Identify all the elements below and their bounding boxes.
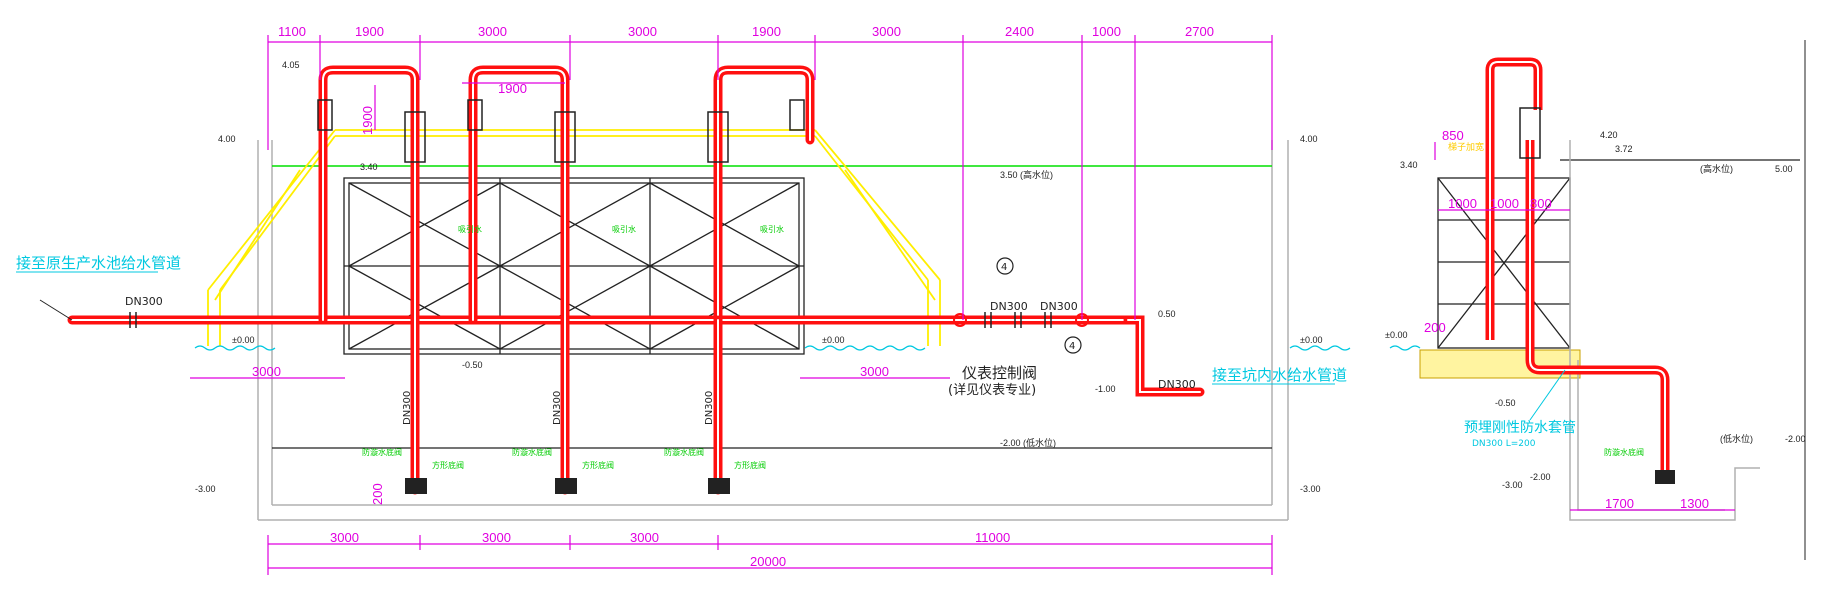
foot-valves bbox=[405, 478, 730, 494]
side-dim: 1000 bbox=[1448, 196, 1477, 211]
callout-number: 4 bbox=[1069, 341, 1075, 352]
inlet-tag: 吸引水 bbox=[458, 224, 482, 234]
dn300-vertical: DN300 bbox=[704, 391, 715, 425]
dim-right-3000: 3000 bbox=[860, 364, 889, 379]
dim-top: 1000 bbox=[1092, 24, 1121, 39]
level: (高水位) bbox=[1700, 163, 1733, 174]
dim-total: 20000 bbox=[750, 554, 786, 569]
side-dim: 1300 bbox=[1680, 496, 1709, 511]
level: -3.00 bbox=[195, 484, 216, 494]
level: -3.00 bbox=[1502, 480, 1523, 490]
dim-bottom: 3000 bbox=[330, 530, 359, 545]
side-pipe bbox=[1485, 57, 1670, 478]
level: 4.00 bbox=[1300, 134, 1318, 144]
dim-top: 3000 bbox=[478, 24, 507, 39]
dim-vertical: 1900 bbox=[360, 106, 375, 135]
level-marks: 4.05 4.00 4.00 3.40 3.50 (高水位) ±0.00 ±0.… bbox=[195, 60, 1806, 494]
side-valve-body bbox=[1519, 107, 1541, 159]
dim-left-3000: 3000 bbox=[252, 364, 281, 379]
square-valve-label: 方形底阀 bbox=[432, 460, 464, 470]
level: -2.00 bbox=[1530, 472, 1551, 482]
ground-hatch bbox=[194, 345, 1421, 351]
right-pipe-label: 接至坑内水给水管道 bbox=[1212, 366, 1347, 384]
level: 3.50 (高水位) bbox=[1000, 169, 1053, 180]
level: (低水位) bbox=[1720, 433, 1753, 444]
square-valve-label: 方形底阀 bbox=[582, 460, 614, 470]
level: 3.40 bbox=[1400, 160, 1418, 170]
side-dim: 1700 bbox=[1605, 496, 1634, 511]
dim-top: 1100 bbox=[278, 24, 306, 39]
callout-circle bbox=[996, 257, 1014, 275]
level: 4.05 bbox=[282, 60, 300, 70]
side-dim: 200 bbox=[1424, 320, 1446, 335]
dim-top: 1900 bbox=[752, 24, 781, 39]
level: -2.00 bbox=[1785, 434, 1806, 444]
side-dim: 1000 bbox=[1490, 196, 1519, 211]
valve-control-note: (详见仪表专业) bbox=[948, 383, 1036, 398]
level: 0.50 bbox=[1158, 309, 1176, 319]
dim-bottom: 3000 bbox=[482, 530, 511, 545]
dn300-vertical: DN300 bbox=[552, 391, 563, 425]
annotation-labels: 接至原生产水池给水管道 接至坑内水给水管道 DN300 DN300 DN300 … bbox=[16, 224, 1644, 470]
side-sleeve-sub: DN300 L=200 bbox=[1472, 439, 1536, 449]
tee-fitting bbox=[953, 313, 967, 327]
dn300-label: DN300 bbox=[125, 295, 163, 308]
side-dim: 800 bbox=[1530, 196, 1552, 211]
side-sleeve-label: 预埋刚性防水套管 bbox=[1464, 420, 1576, 436]
steel-frame bbox=[343, 177, 805, 355]
callout-circle bbox=[1064, 336, 1082, 354]
dn300-vertical: DN300 bbox=[402, 391, 413, 425]
level: 4.20 bbox=[1600, 130, 1618, 140]
foot-valve-label: 防漩水底阀 bbox=[512, 447, 552, 457]
level: ±0.00 bbox=[1385, 330, 1407, 340]
dimension-lines bbox=[190, 35, 1735, 575]
level: 4.00 bbox=[218, 134, 236, 144]
square-valve-label: 方形底阀 bbox=[734, 460, 766, 470]
level: -1.00 bbox=[1095, 384, 1116, 394]
level: -2.00 (低水位) bbox=[1000, 437, 1056, 448]
dim-inner: 1900 bbox=[498, 81, 527, 96]
side-foot-valve-label: 防漩水底阀 bbox=[1604, 447, 1644, 457]
dim-top: 2400 bbox=[1005, 24, 1034, 39]
valve-control-label: 仪表控制阀 bbox=[962, 364, 1037, 382]
pipe-flanges bbox=[129, 99, 1052, 328]
level: 3.72 bbox=[1615, 144, 1633, 154]
level: ±0.00 bbox=[822, 335, 844, 345]
dn300-label: DN300 bbox=[990, 300, 1028, 313]
dim-bottom: 3000 bbox=[630, 530, 659, 545]
level: ±0.00 bbox=[1300, 335, 1322, 345]
level: ±0.00 bbox=[232, 335, 254, 345]
dim-top: 1900 bbox=[355, 24, 384, 39]
dn300-label: DN300 bbox=[1040, 300, 1078, 313]
inlet-tag: 吸引水 bbox=[760, 224, 784, 234]
dim-top: 3000 bbox=[872, 24, 901, 39]
level: 5.00 bbox=[1775, 164, 1793, 174]
dim-top: 2700 bbox=[1185, 24, 1214, 39]
level: -0.50 bbox=[462, 360, 483, 370]
callout-number: 4 bbox=[1001, 262, 1007, 273]
foot-valve-label: 防漩水底阀 bbox=[664, 447, 704, 457]
level: 3.40 bbox=[360, 162, 378, 172]
level: 梯子加宽 bbox=[1448, 141, 1484, 152]
dim-bottom: 11000 bbox=[975, 530, 1010, 545]
side-foot-valve bbox=[1655, 470, 1675, 484]
main-pipes bbox=[67, 65, 1205, 495]
dim-top: 3000 bbox=[628, 24, 657, 39]
inlet-tag: 吸引水 bbox=[612, 224, 636, 234]
level: -0.50 bbox=[1495, 398, 1516, 408]
dn300-label: DN300 bbox=[1158, 378, 1196, 391]
side-dim: 850 bbox=[1442, 128, 1464, 143]
level: -3.00 bbox=[1300, 484, 1321, 494]
left-pipe-label: 接至原生产水池给水管道 bbox=[16, 254, 181, 272]
dim-200: 200 bbox=[370, 483, 385, 505]
foot-valve-label: 防漩水底阀 bbox=[362, 447, 402, 457]
tank-walls bbox=[257, 140, 1289, 521]
dimension-text: 1100 1900 3000 3000 1900 3000 2400 1000 … bbox=[252, 24, 1709, 569]
